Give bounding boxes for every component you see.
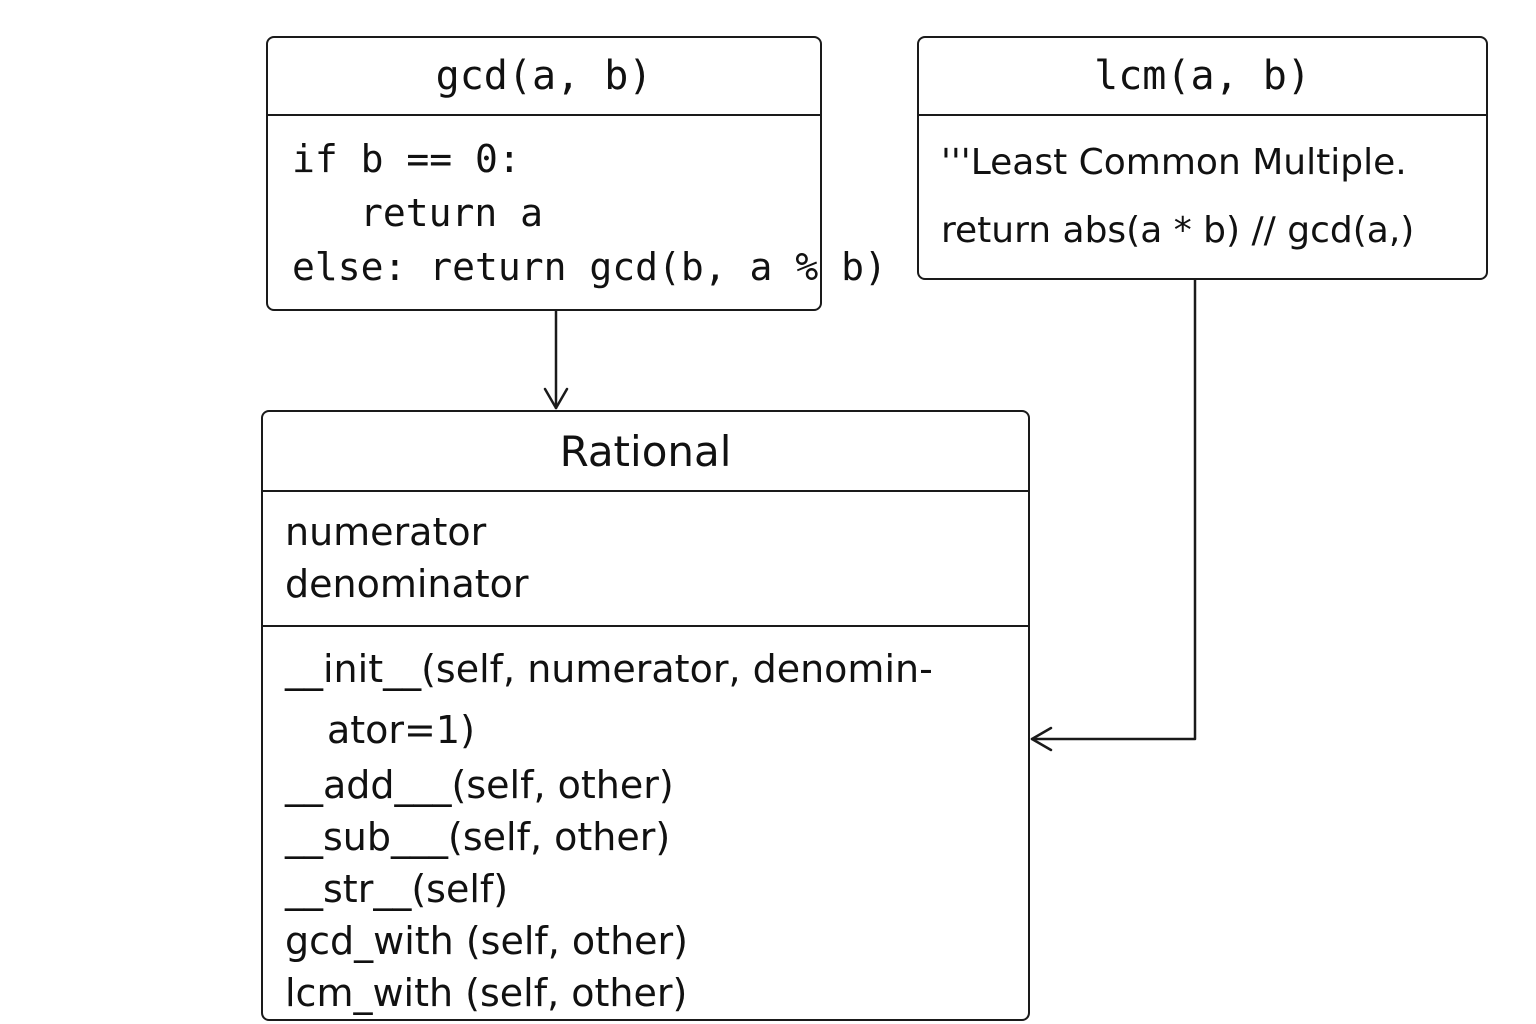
attribute-item: numerator: [285, 510, 487, 554]
method-item: __add___(self, other): [285, 763, 674, 807]
gcd-body-line: else: return gcd(b, a % b): [292, 245, 887, 289]
lcm-function-box: lcm(a, b) '''Least Common Multiple. retu…: [917, 36, 1488, 280]
gcd-function-box: gcd(a, b) if b == 0: return a else: retu…: [266, 36, 887, 311]
gcd-box-body: if b == 0: return a else: return gcd(b, …: [268, 116, 887, 294]
rational-attributes: numerator denominator: [263, 492, 1028, 627]
method-item: lcm_with (self, other): [285, 971, 688, 1015]
gcd-box-title: gcd(a, b): [268, 38, 820, 116]
rational-methods: __init__(self, numerator, denomin- ator=…: [263, 627, 1028, 1019]
rational-class-box: Rational numerator denominator __init__(…: [261, 410, 1030, 1021]
gcd-body-line: if b == 0:: [292, 137, 521, 181]
rational-class-title: Rational: [263, 412, 1028, 492]
lcm-to-rational-connector: [1030, 278, 1197, 741]
method-item: __sub___(self, other): [285, 815, 671, 859]
lcm-box-title: lcm(a, b): [919, 38, 1486, 116]
method-item: __init__(self, numerator, denomin-: [285, 647, 933, 691]
lcm-docstring: '''Least Common Multiple.: [941, 142, 1407, 183]
gcd-body-line: return a: [360, 191, 544, 235]
gcd-to-rational-arrowhead: [543, 387, 569, 410]
method-item: gcd_with (self, other): [285, 919, 688, 963]
attribute-item: denominator: [285, 562, 529, 606]
lcm-box-body: '''Least Common Multiple. return abs(a *…: [919, 116, 1486, 266]
method-item: __str__(self): [285, 867, 509, 911]
lcm-to-rational-arrowhead: [1030, 726, 1053, 752]
method-item: ator=1): [327, 708, 475, 752]
lcm-body-line: return abs(a * b) // gcd(a,): [941, 210, 1415, 251]
